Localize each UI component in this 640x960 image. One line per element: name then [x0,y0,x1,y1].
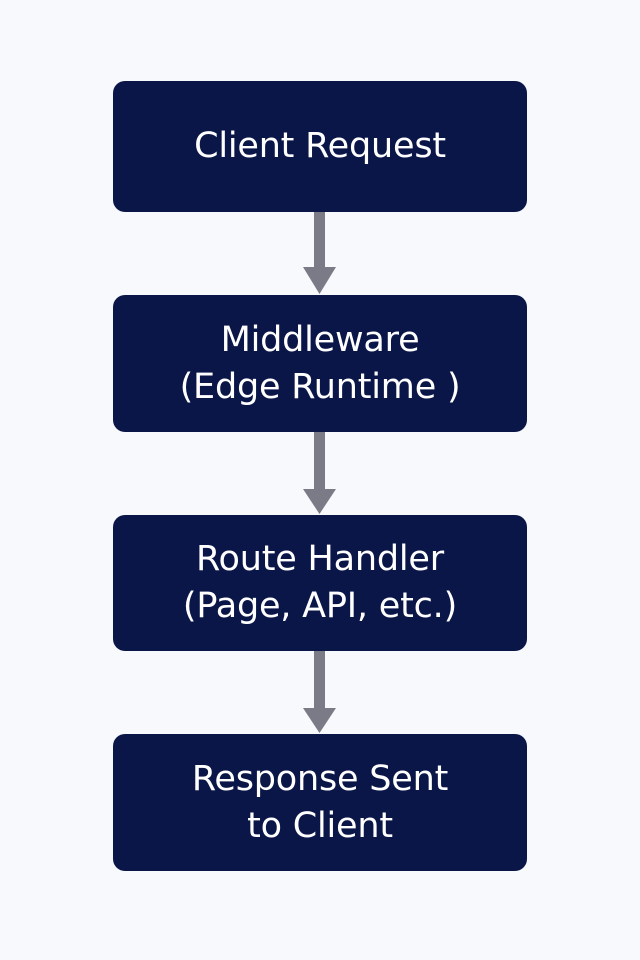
route-handler-label: Route Handler (Page, API, etc.) [182,539,458,626]
middleware-node: Middleware (Edge Runtime ) [113,295,527,432]
middleware-label: Middleware (Edge Runtime ) [179,319,461,407]
response-sent-label: Response Sent to Client [191,758,449,846]
route-handler-node: Route Handler (Page, API, etc.) [113,515,527,651]
client-request-node: Client Request [113,81,527,212]
client-request-label: Client Request [194,126,446,166]
response-sent-node: Response Sent to Client [113,734,527,871]
